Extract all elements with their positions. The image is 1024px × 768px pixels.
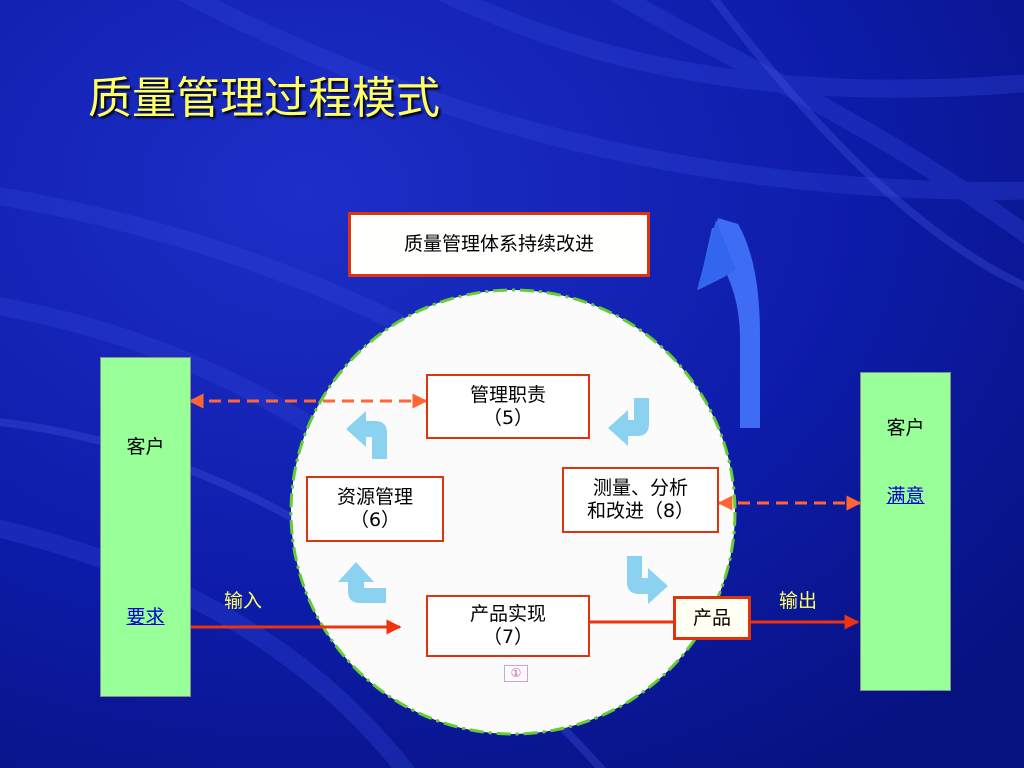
customer-satisfaction-pillar: 客户 满意 — [860, 372, 951, 691]
continuous-improvement-label: 质量管理体系持续改进 — [403, 233, 594, 256]
management-responsibility-box: 管理职责 （5） — [426, 374, 590, 439]
management-responsibility-label: 管理职责 — [469, 383, 546, 406]
resource-management-label: 资源管理 — [336, 486, 413, 509]
corner-mark: ① — [504, 665, 528, 682]
measurement-analysis-label: 测量、分析 — [592, 477, 688, 500]
resource-management-number: （6） — [349, 509, 401, 531]
requirements-link[interactable]: 要求 — [126, 606, 165, 628]
continuous-improvement-box: 质量管理体系持续改进 — [348, 212, 650, 277]
output-label: 输出 — [779, 590, 818, 612]
product-label: 产品 — [692, 606, 731, 629]
product-realization-number: （7） — [482, 626, 534, 648]
slide-title: 质量管理过程模式 — [88, 73, 440, 124]
measurement-analysis-box: 测量、分析 和改进（8） — [562, 467, 719, 533]
customer-requirements-pillar: 客户 要求 — [100, 357, 191, 697]
input-label: 输入 — [224, 590, 263, 612]
measurement-analysis-number: 和改进（8） — [586, 500, 695, 522]
product-realization-box: 产品实现 （7） — [426, 595, 590, 657]
product-box: 产品 — [673, 596, 751, 640]
resource-management-box: 资源管理 （6） — [306, 476, 444, 542]
customer-label-left: 客户 — [126, 436, 165, 458]
satisfaction-link[interactable]: 满意 — [886, 485, 925, 507]
management-responsibility-number: （5） — [482, 406, 534, 429]
product-realization-label: 产品实现 — [469, 603, 546, 626]
customer-label-right: 客户 — [886, 417, 925, 439]
